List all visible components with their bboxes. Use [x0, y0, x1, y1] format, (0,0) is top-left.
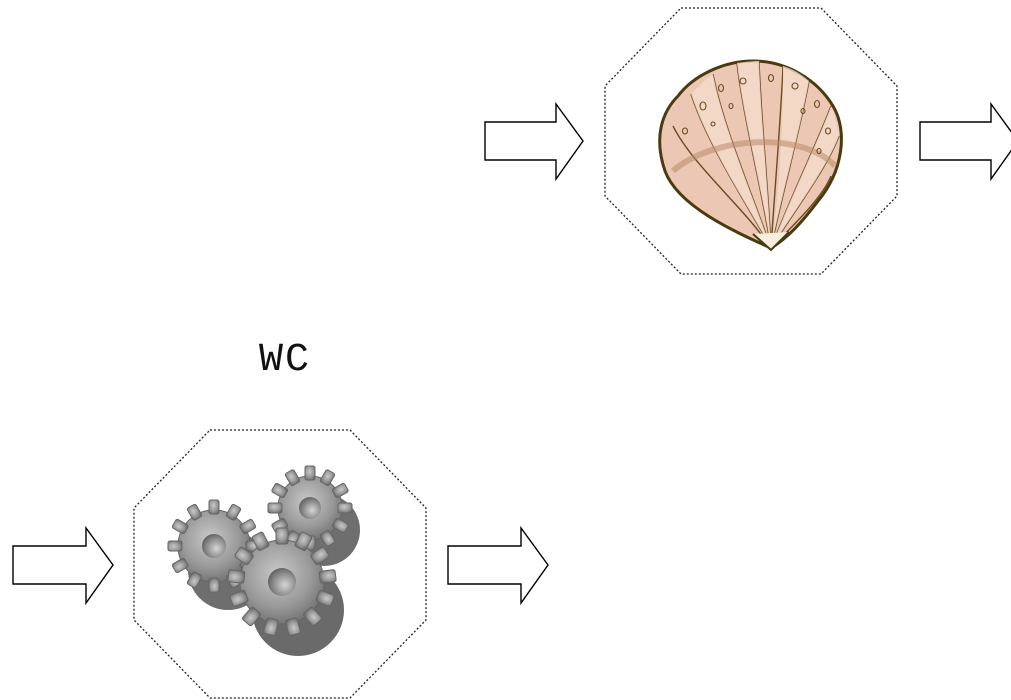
- shell-node: [603, 6, 899, 276]
- arrow-out-of-gears: [447, 526, 549, 606]
- gears-node-label: WC: [200, 338, 370, 383]
- seashell-icon: [660, 61, 842, 250]
- arrow-into-gears: [12, 526, 114, 606]
- gears-node: [132, 428, 428, 700]
- arrow-out-of-shell: [919, 102, 1011, 182]
- gears-icon: [168, 466, 360, 656]
- arrow-into-shell: [484, 102, 584, 182]
